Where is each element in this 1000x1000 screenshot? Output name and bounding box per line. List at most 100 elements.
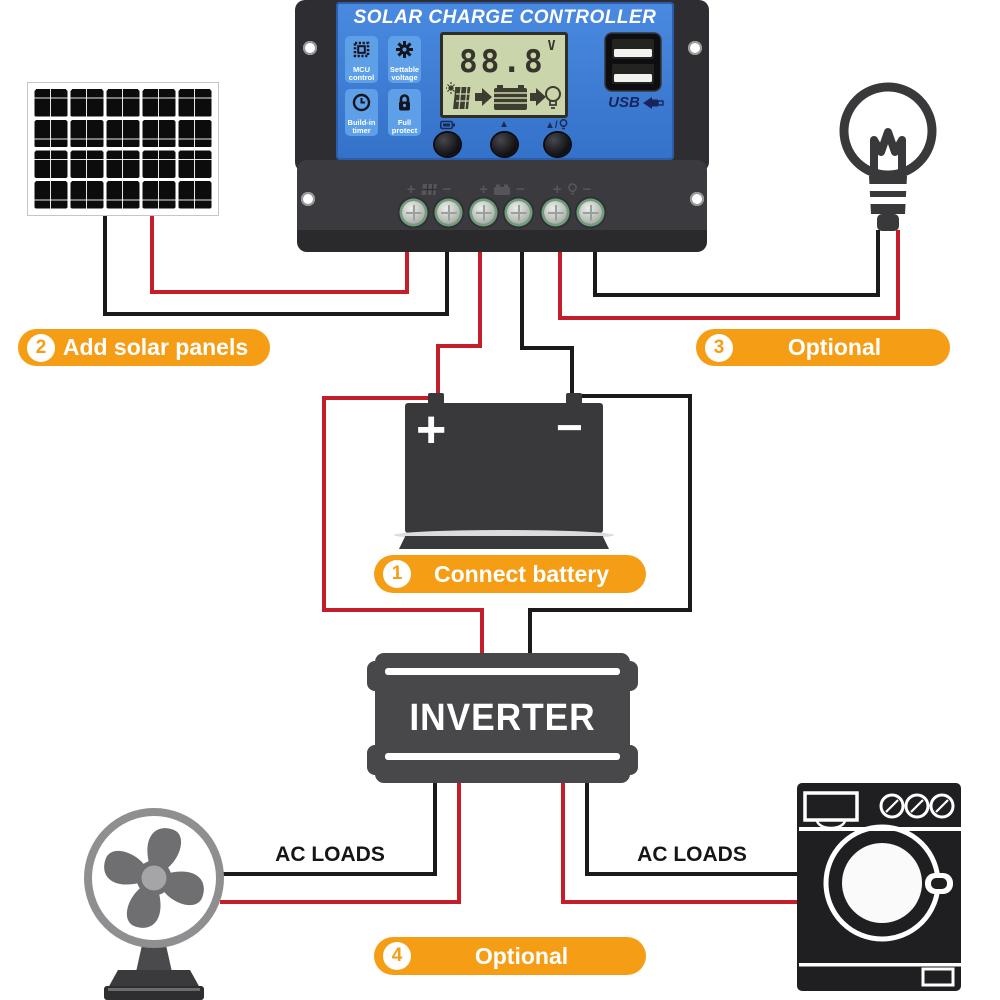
- terminal-screw[interactable]: [437, 201, 460, 224]
- battery-shadow: [394, 530, 614, 540]
- wire-load-positive: [558, 250, 562, 320]
- mount-hole: [301, 192, 315, 206]
- battery-icon: [440, 120, 455, 130]
- controller-button-up[interactable]: [492, 133, 517, 156]
- chip-icon: [352, 40, 371, 64]
- wire-battery-negative: [520, 346, 574, 350]
- lcd-arrow-icon: [530, 88, 546, 106]
- badge-label: Build-in timer: [347, 118, 376, 135]
- wire-battery-positive: [478, 250, 482, 348]
- controller-button-up-load[interactable]: [545, 133, 570, 156]
- badge-full-protect: Full protect: [388, 89, 421, 136]
- usb-plug-icon: [642, 96, 664, 109]
- light-bulb: [839, 82, 937, 231]
- step-number: 4: [383, 942, 411, 970]
- button-label-up: ▲: [499, 119, 509, 130]
- solar-panel-icon: [420, 183, 437, 196]
- badge-built-in-timer: Build-in timer: [345, 89, 378, 136]
- solar-panel: [27, 82, 219, 216]
- usb-ports: [604, 32, 662, 92]
- minus-sign: −: [442, 181, 452, 198]
- wire-inverter-negative: [688, 394, 692, 612]
- step-label: Add solar panels: [62, 334, 249, 360]
- lcd-unit: V: [547, 39, 556, 54]
- wire-load-positive: [896, 230, 900, 320]
- step-pill-add-solar-panels: 2 Add solar panels: [18, 329, 270, 366]
- wire-inverter-positive: [480, 608, 484, 656]
- solar-panel-cells: [33, 88, 213, 210]
- bulb-icon: [567, 182, 577, 194]
- wire-ac-left-negative: [433, 780, 437, 876]
- wire-solar-positive: [150, 214, 154, 294]
- wire-ac-left-positive: [457, 780, 461, 904]
- lcd-flow-icons: [446, 82, 561, 110]
- step-pill-optional-load: 3 Optional: [696, 329, 950, 366]
- controller-button-select[interactable]: [435, 133, 460, 156]
- wire-inverter-positive: [322, 396, 326, 612]
- lcd-battery-icon: [494, 85, 527, 110]
- lock-icon: [395, 93, 414, 117]
- wire-load-negative: [593, 250, 597, 297]
- bulb-filament: [870, 128, 906, 180]
- wire-battery-negative: [570, 346, 574, 395]
- washer-door-handle: [925, 873, 953, 894]
- step-pill-optional-inverter: 4 Optional: [374, 937, 646, 975]
- wire-solar-positive: [150, 290, 409, 294]
- ac-loads-label-right: AC LOADS: [637, 843, 747, 866]
- terminal-screw[interactable]: [507, 201, 530, 224]
- wire-ac-left-negative: [223, 872, 437, 876]
- fan-hub: [136, 860, 172, 896]
- washer-filter-panel: [921, 967, 955, 987]
- minus-sign: −: [516, 181, 525, 198]
- terminal-screw[interactable]: [544, 201, 567, 224]
- wire-ac-left-positive: [220, 900, 461, 904]
- plus-sign: +: [406, 181, 416, 198]
- button-label-up-bulb: ▲/: [545, 119, 568, 131]
- terminal-screw[interactable]: [472, 201, 495, 224]
- mount-hole: [688, 41, 702, 55]
- washing-machine: [797, 783, 961, 991]
- minus-sign: −: [582, 181, 592, 198]
- wire-inverter-negative: [528, 608, 692, 612]
- battery-icon: [494, 184, 510, 195]
- ac-loads-label-left: AC LOADS: [275, 843, 385, 866]
- badge-settable-voltage: Settable voltage: [388, 36, 421, 83]
- lcd-solar-panel-icon: [446, 82, 472, 110]
- inverter-stripe: [385, 753, 620, 760]
- wire-ac-right-positive: [561, 900, 799, 904]
- step-number: 3: [705, 333, 733, 362]
- fan: [84, 808, 224, 1000]
- wire-solar-negative: [103, 214, 107, 316]
- mount-hole: [690, 192, 704, 206]
- battery-body: [405, 403, 603, 533]
- step-number: 1: [383, 560, 411, 588]
- washer-display: [803, 791, 859, 822]
- terminal-screw[interactable]: [579, 201, 602, 224]
- terminal-marking-solar: + −: [393, 181, 465, 198]
- wire-solar-negative: [103, 312, 449, 316]
- step-number: 2: [27, 333, 55, 362]
- wire-load-negative: [876, 230, 880, 297]
- controller-body-bottom: [297, 160, 707, 252]
- clock-icon: [352, 93, 371, 117]
- plus-sign: +: [552, 181, 562, 198]
- wire-inverter-positive: [322, 396, 436, 400]
- mount-hole: [303, 41, 317, 55]
- wire-solar-negative: [445, 250, 449, 316]
- badge-label: Full protect: [391, 118, 418, 135]
- wire-solar-positive: [405, 250, 409, 294]
- usb-port: [612, 39, 654, 59]
- up-arrow-icon: ▲: [499, 119, 509, 130]
- wire-battery-negative: [520, 250, 524, 350]
- wire-ac-right-negative: [585, 780, 589, 876]
- wire-battery-positive: [436, 344, 482, 348]
- gear-icon: [395, 40, 414, 64]
- terminal-screw[interactable]: [402, 201, 425, 224]
- badge-label: Settable voltage: [389, 65, 420, 82]
- fan-base: [108, 970, 200, 988]
- wire-inverter-positive: [322, 608, 484, 612]
- wire-inverter-negative: [528, 608, 532, 656]
